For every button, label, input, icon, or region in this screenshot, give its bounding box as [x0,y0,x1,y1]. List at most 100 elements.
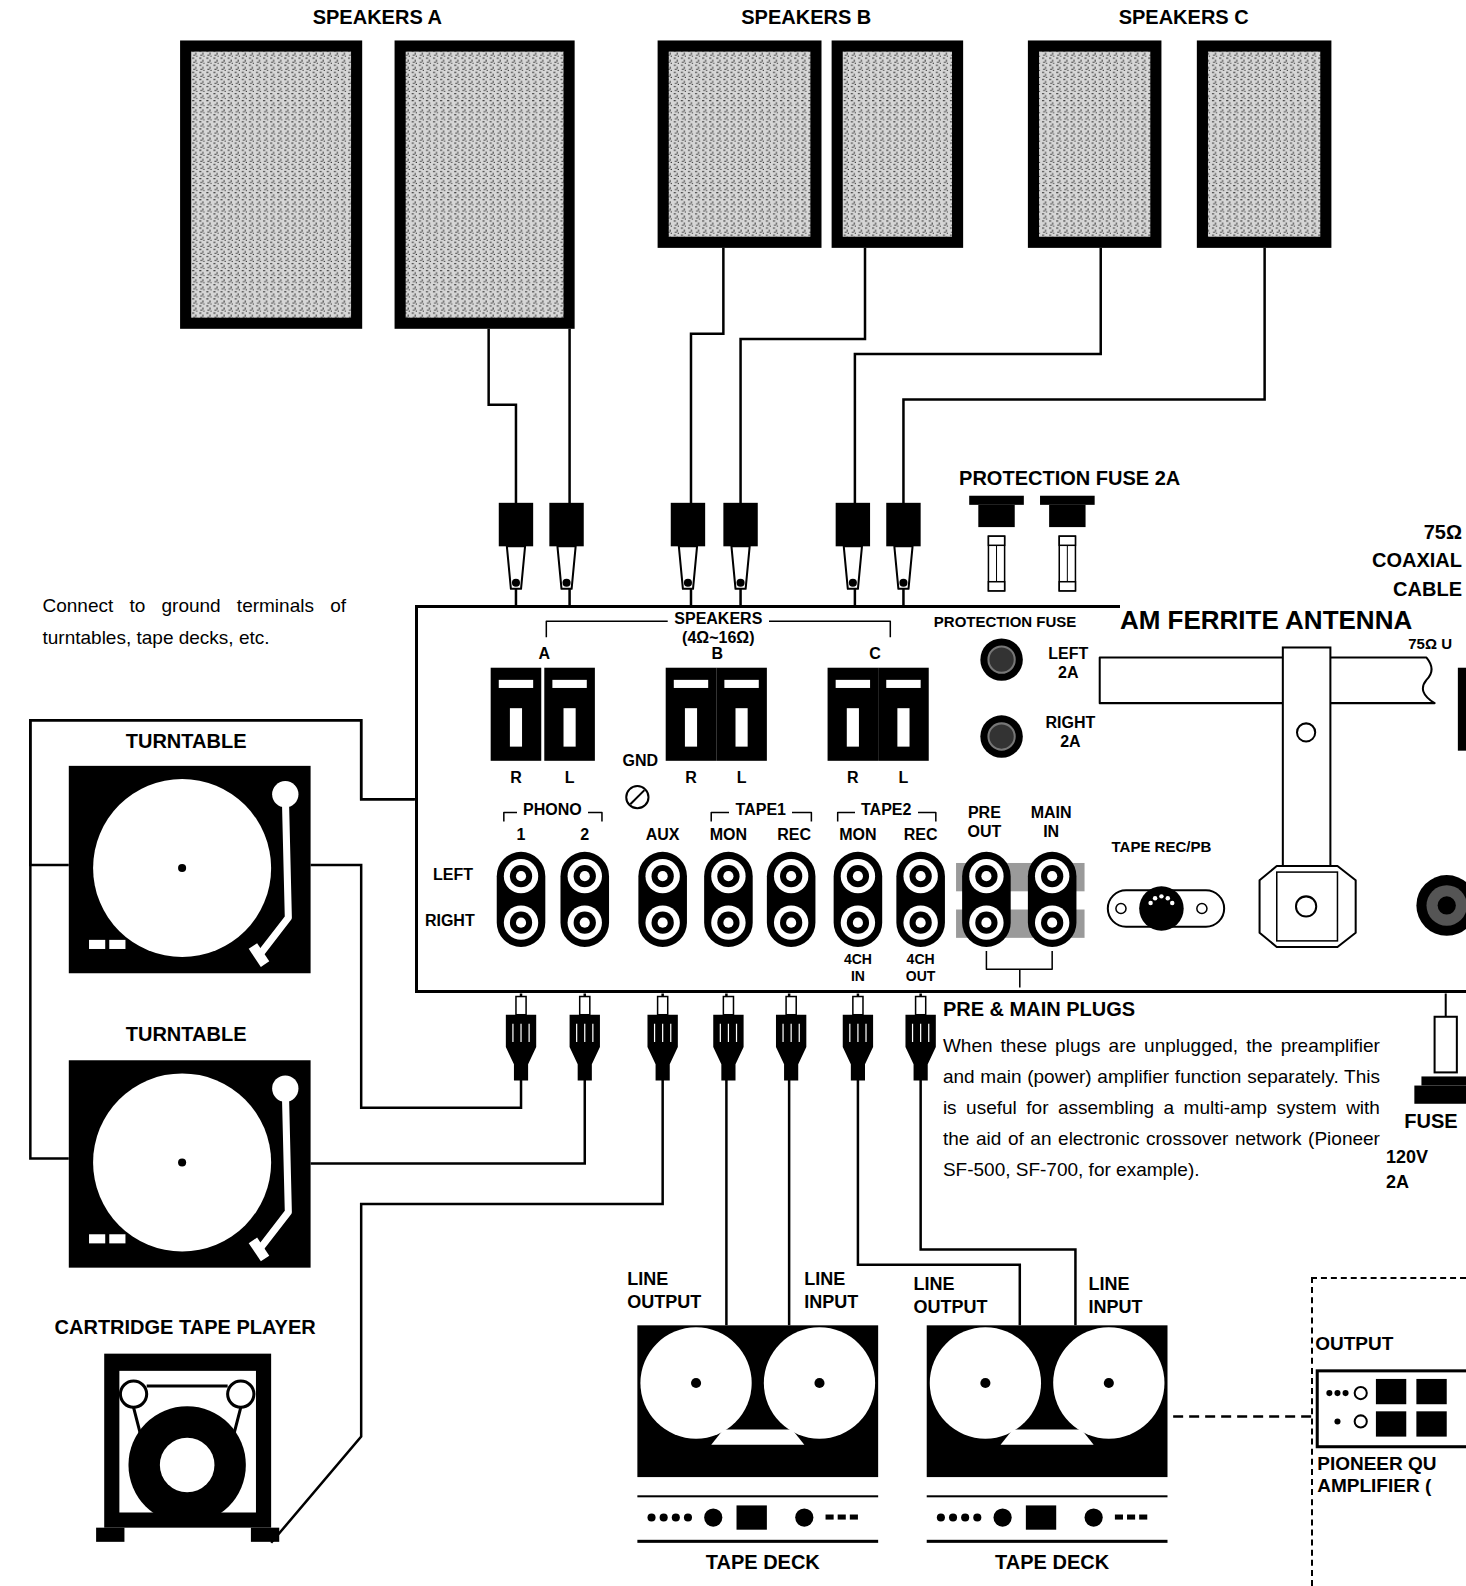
guide-roller [120,1381,146,1407]
rca-jack [658,918,668,928]
panel-label: 4CH IN [836,951,881,984]
label: LINE INPUT [804,1268,885,1315]
control-knob [973,1514,981,1522]
panel-label: TAPE REC/PB [1096,838,1228,856]
control-knob [647,1514,655,1522]
fuse-end [1059,582,1075,591]
spindle [178,1158,186,1166]
deck-top [927,1325,1168,1477]
control-knob [993,1508,1011,1526]
fuse-glass [1435,1017,1457,1073]
fuse-lead [1445,993,1447,1016]
device-label: TURNTABLE [70,1023,303,1047]
plug-tip [849,579,857,587]
rca-jack [774,905,808,939]
plug-tip [516,997,526,1015]
speaker-cabinet [1028,40,1162,247]
rca-jack [510,912,532,934]
terminal-slot [836,680,870,688]
terminal-block [1416,1379,1446,1404]
panel-label: TAPE2 [855,801,918,820]
rca-jack [786,871,796,881]
antenna-socket [1416,875,1466,936]
rca-jack [1035,859,1069,893]
speaker-cabinet [180,40,362,328]
control-button [850,1515,858,1520]
antenna-holder [1260,866,1356,947]
rca-jack [910,912,932,934]
rca-jack [510,865,532,887]
plug-tip [853,997,863,1015]
wire [855,248,1265,605]
speaker-grille [406,52,564,318]
control-knob [672,1514,680,1522]
panel-label: LEFT 2A [1040,645,1097,683]
label: 75Ω [1424,521,1462,545]
jack-pair [704,852,753,947]
jack-pair [896,852,945,947]
panel-label: MAIN IN [1023,804,1080,842]
fuse-end [988,536,1004,545]
fuse-wire [996,545,997,581]
jack-pair [834,852,883,947]
fuse-cap [1049,505,1085,527]
control-button [826,1515,834,1520]
rca-jack [574,865,596,887]
device-label: TAPE DECK [662,1551,864,1575]
deck-line [637,1540,878,1543]
head-block [711,1430,804,1445]
rca-plug [905,1015,935,1081]
rca-jack [516,918,526,928]
fuse-cap [969,496,1024,505]
control-button [109,940,125,949]
control-button [89,1234,105,1243]
jack [1355,1415,1367,1427]
rca-jack [717,865,739,887]
device-label: SPEAKERS A [226,6,530,30]
speaker-plug [836,503,870,547]
rca-jack [903,905,937,939]
plug-grip [655,1024,671,1042]
panel-label: 1 [509,826,533,845]
fuse-end [1059,536,1075,545]
label: When these plugs are unplugged, the prea… [943,1030,1380,1185]
terminal-slot [499,680,533,688]
speaker-grille [1039,52,1150,237]
reel-hub [691,1378,701,1388]
panel-label: 4CH OUT [898,951,943,984]
rca-jack [1041,912,1063,934]
rca-jack [516,871,526,881]
wire [1168,1415,1311,1418]
meter [1026,1505,1056,1529]
panel-label: MON [833,826,884,845]
rca-plug [570,1015,600,1081]
rca-jack [652,865,674,887]
fuse-holder [980,638,1022,680]
leader-line [986,951,1052,987]
panel-label: A [529,645,559,664]
rca-jack [658,871,668,881]
speaker-plug [886,503,920,547]
rca-jack [723,871,733,881]
rca-jack [568,905,602,939]
speaker-cabinet [1197,40,1332,247]
rca-jack [847,865,869,887]
speaker-grille [1208,52,1320,237]
tape-reel [930,1327,1041,1438]
rca-jack [1047,918,1057,928]
rca-jack [981,918,991,928]
jack-pair [962,852,1011,947]
control-knob [937,1514,945,1522]
terminal-block [1416,1411,1446,1436]
panel-label: B [702,645,732,664]
rca-jack [841,859,875,893]
jack-pair [767,852,816,947]
speaker-terminal [491,668,542,761]
panel-label: 2 [573,826,597,845]
headshell [253,946,265,964]
rca-jack [1041,865,1063,887]
device-label: TURNTABLE [70,730,303,754]
rca-plug [647,1015,677,1081]
rca-jack [853,918,863,928]
